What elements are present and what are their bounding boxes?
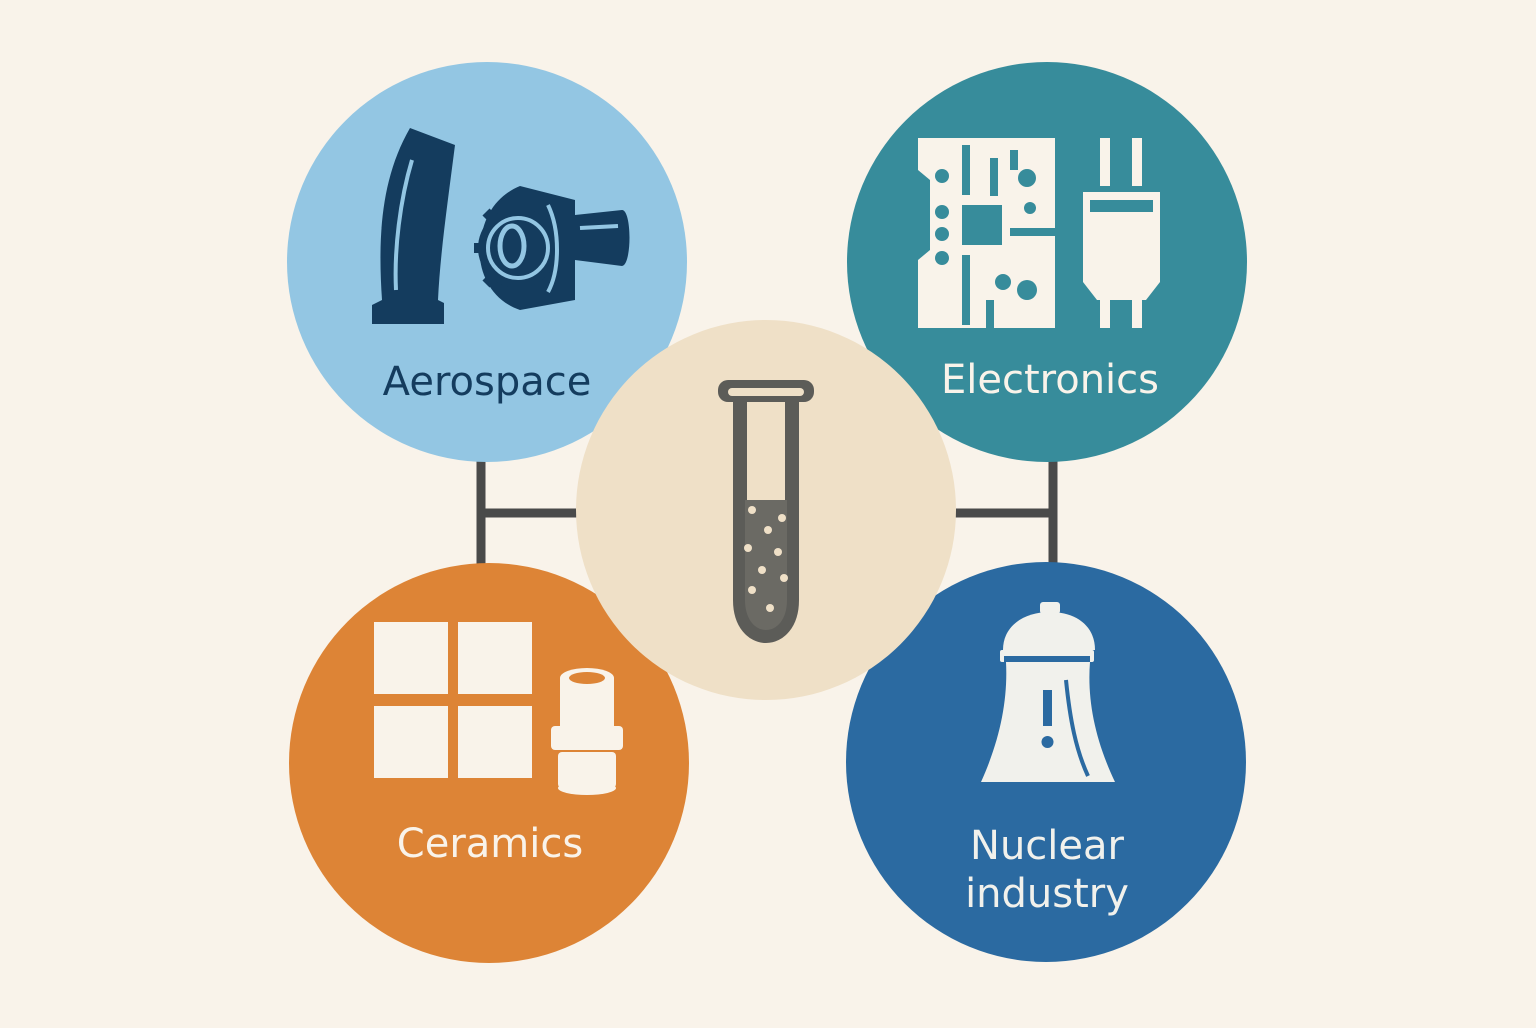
node-center [576,320,956,700]
plug-icon [1083,138,1160,328]
turbine-blade-icon [372,128,455,324]
aerospace-label: Aerospace [382,359,592,405]
node-ceramics [289,563,689,963]
node-electronics [847,62,1247,462]
node-nuclear [846,562,1246,962]
jet-engine-icon [474,186,630,310]
cooling-tower-icon [981,602,1115,782]
connectors [476,450,1058,565]
nuclear-industry-label: Nuclear industry [965,823,1129,917]
ceramic-cylinder-icon [551,668,623,795]
electronics-label: Electronics [940,357,1159,403]
tiles-icon [374,622,532,778]
ceramics-label: Ceramics [396,821,584,867]
circuit-board-icon [918,138,1055,328]
test-tube-icon [718,380,814,643]
node-aerospace [287,62,687,462]
